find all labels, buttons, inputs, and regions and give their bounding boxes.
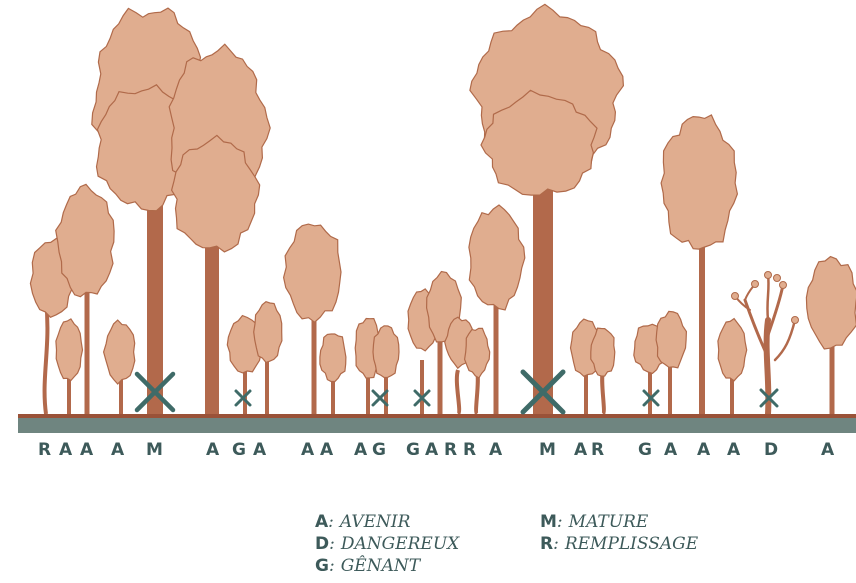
dead-tree-branch bbox=[767, 275, 768, 320]
ground-strip bbox=[18, 418, 856, 433]
legend-text: MATURE bbox=[569, 512, 649, 532]
legend-item-g: G: GÊNANT bbox=[315, 556, 420, 576]
dead-tree-leaf bbox=[752, 281, 759, 288]
tree-label: A bbox=[821, 440, 835, 460]
tree-label: D bbox=[764, 440, 779, 460]
dead-tree-branch bbox=[775, 320, 795, 360]
tree-crown bbox=[806, 257, 856, 349]
tree-label: A bbox=[574, 440, 588, 460]
tree-label: G bbox=[372, 440, 386, 460]
tree-label: A bbox=[489, 440, 503, 460]
tree-label: A bbox=[80, 440, 94, 460]
legend-key: G bbox=[315, 556, 329, 576]
tree-label: R bbox=[591, 440, 605, 460]
legend-separator: : bbox=[328, 512, 334, 532]
tree-crown bbox=[104, 320, 135, 384]
tree-label: M bbox=[539, 440, 556, 460]
legend-separator: : bbox=[553, 534, 559, 554]
tree-trunk bbox=[457, 370, 459, 414]
tree bbox=[718, 319, 747, 415]
tree-trunk bbox=[312, 310, 317, 415]
tree-label: A bbox=[664, 440, 678, 460]
ground-line bbox=[18, 414, 856, 418]
tree bbox=[104, 320, 135, 415]
tree-trunk bbox=[648, 370, 652, 415]
legend-item-m: M: MATURE bbox=[540, 512, 648, 532]
tree bbox=[320, 334, 346, 415]
tree-trunk bbox=[366, 375, 370, 415]
dead-tree-leaf bbox=[732, 293, 739, 300]
tree-trunk bbox=[205, 245, 219, 415]
tree-label: A bbox=[320, 440, 334, 460]
legend-text: REMPLISSAGE bbox=[565, 534, 698, 554]
dead-tree-branch bbox=[768, 285, 783, 335]
tree-crown bbox=[56, 319, 83, 381]
tree-trunk bbox=[584, 370, 588, 415]
tree-crown bbox=[254, 302, 282, 363]
tree-label: A bbox=[697, 440, 711, 460]
legend-key: D bbox=[315, 534, 329, 554]
legend-text: GÊNANT bbox=[341, 556, 420, 576]
legend-separator: : bbox=[557, 512, 563, 532]
legend-key: M bbox=[540, 512, 557, 532]
tree-label: G bbox=[406, 440, 420, 460]
tree-crown bbox=[320, 334, 346, 382]
legend-text: AVENIR bbox=[340, 512, 411, 532]
tree-label: R bbox=[444, 440, 458, 460]
dead-tree-leaf bbox=[765, 272, 772, 279]
tree-trunk bbox=[533, 185, 553, 415]
trees-layer bbox=[30, 4, 856, 415]
legend-item-r: R: REMPLISSAGE bbox=[540, 534, 698, 554]
tree-label: R bbox=[38, 440, 52, 460]
tree bbox=[465, 328, 490, 414]
tree bbox=[806, 257, 856, 415]
tree-crown bbox=[469, 205, 525, 310]
tree-label: A bbox=[111, 440, 125, 460]
tree-label: A bbox=[354, 440, 368, 460]
dead-tree-leaf bbox=[792, 317, 799, 324]
tree-label: A bbox=[425, 440, 439, 460]
dead-tree-leaf bbox=[780, 282, 787, 289]
tree-label: A bbox=[301, 440, 315, 460]
tree-label: A bbox=[59, 440, 73, 460]
legend-separator: : bbox=[329, 534, 335, 554]
tree-label: A bbox=[727, 440, 741, 460]
tree-trunk bbox=[699, 245, 705, 415]
tree-trunk bbox=[494, 300, 499, 415]
dead-tree-leaf bbox=[774, 275, 781, 282]
tree-trunk bbox=[147, 190, 163, 415]
tree-label: G bbox=[232, 440, 246, 460]
tree-trunk bbox=[438, 340, 443, 415]
tree-crown bbox=[718, 319, 747, 381]
tree-trunk bbox=[830, 345, 835, 415]
legend-item-d: D: DANGEREUX bbox=[315, 534, 459, 554]
tree-trunk bbox=[85, 280, 90, 415]
legend-item-a: A: AVENIR bbox=[315, 512, 410, 532]
tree-trunk bbox=[45, 300, 48, 414]
tree-crown bbox=[465, 328, 490, 378]
tree-label: A bbox=[253, 440, 267, 460]
legend-key: R bbox=[540, 534, 553, 554]
tree-label: M bbox=[146, 440, 163, 460]
tree-label: R bbox=[463, 440, 477, 460]
tree-crown bbox=[661, 115, 737, 249]
tree-label: A bbox=[206, 440, 220, 460]
tree-trunk bbox=[420, 360, 424, 415]
legend-separator: : bbox=[329, 556, 335, 576]
tree-crown bbox=[656, 311, 686, 367]
tree-label: G bbox=[638, 440, 652, 460]
tree-crown bbox=[284, 224, 341, 322]
legend-text: DANGEREUX bbox=[341, 534, 459, 554]
legend-key: A bbox=[315, 512, 328, 532]
tree bbox=[56, 319, 83, 415]
tree-trunk bbox=[668, 360, 672, 415]
